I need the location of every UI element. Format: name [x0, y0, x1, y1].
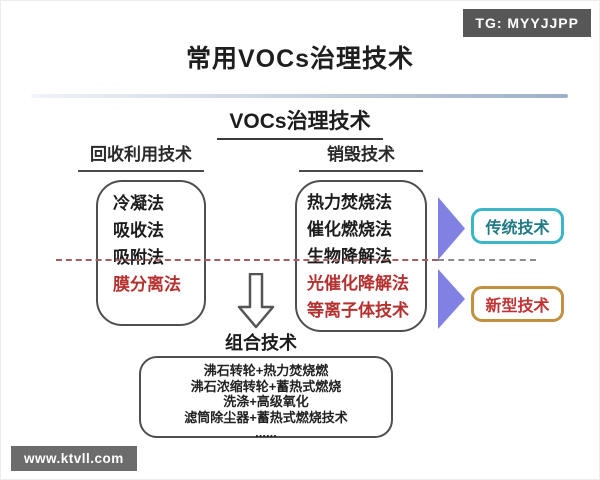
list-item: 沸石浓缩转轮+蓄热式燃烧: [190, 378, 342, 394]
list-item: 吸收法: [113, 221, 164, 240]
list-item: 膜分离法: [113, 275, 181, 294]
list-item: 等离子体技术: [307, 301, 409, 320]
list-item: 热力焚烧法: [307, 193, 392, 212]
branch-label-destruction: 销毁技术: [286, 140, 436, 172]
destruction-methods-box: 热力焚烧法 催化燃烧法 生物降解法 光催化降解法 等离子体技术: [295, 180, 427, 332]
branch-label-recovery: 回收利用技术: [61, 140, 221, 172]
down-arrow-icon: [237, 273, 275, 329]
list-item: 冷凝法: [113, 194, 164, 213]
legend-new-tech: 新型技术: [471, 286, 564, 322]
page-title: 常用VOCs治理技术: [185, 45, 415, 73]
channel-badge: TG: MYYJJPP: [463, 9, 591, 37]
list-item: 光催化降解法: [307, 274, 409, 293]
list-item: 生物降解法: [307, 247, 392, 266]
list-item: 催化燃烧法: [307, 220, 392, 239]
tree-root-label: VOCs治理技术: [1, 105, 599, 140]
right-arrow-icon: [438, 197, 465, 260]
legend-traditional-tech: 传统技术: [471, 208, 564, 244]
list-item: 洗涤+高级氧化: [223, 394, 309, 409]
list-item: 吸附法: [113, 248, 164, 267]
list-item: 沸石转轮+热力焚烧燃: [203, 363, 329, 378]
dashed-separator-line-gray: [438, 259, 536, 261]
list-item: 滤筒除尘器+蓄热式燃烧技术: [184, 409, 348, 425]
recovery-methods-box: 冷凝法 吸收法 吸附法 膜分离法: [96, 180, 206, 326]
title-divider: [31, 94, 568, 98]
watermark: www.ktvll.com: [11, 446, 137, 471]
list-item: ......: [255, 425, 277, 440]
right-arrow-icon: [438, 269, 465, 329]
combined-methods-box: 沸石转轮+热力焚烧燃 沸石浓缩转轮+蓄热式燃烧 洗涤+高级氧化 滤筒除尘器+蓄热…: [139, 356, 393, 440]
dashed-separator-line: [56, 259, 438, 261]
